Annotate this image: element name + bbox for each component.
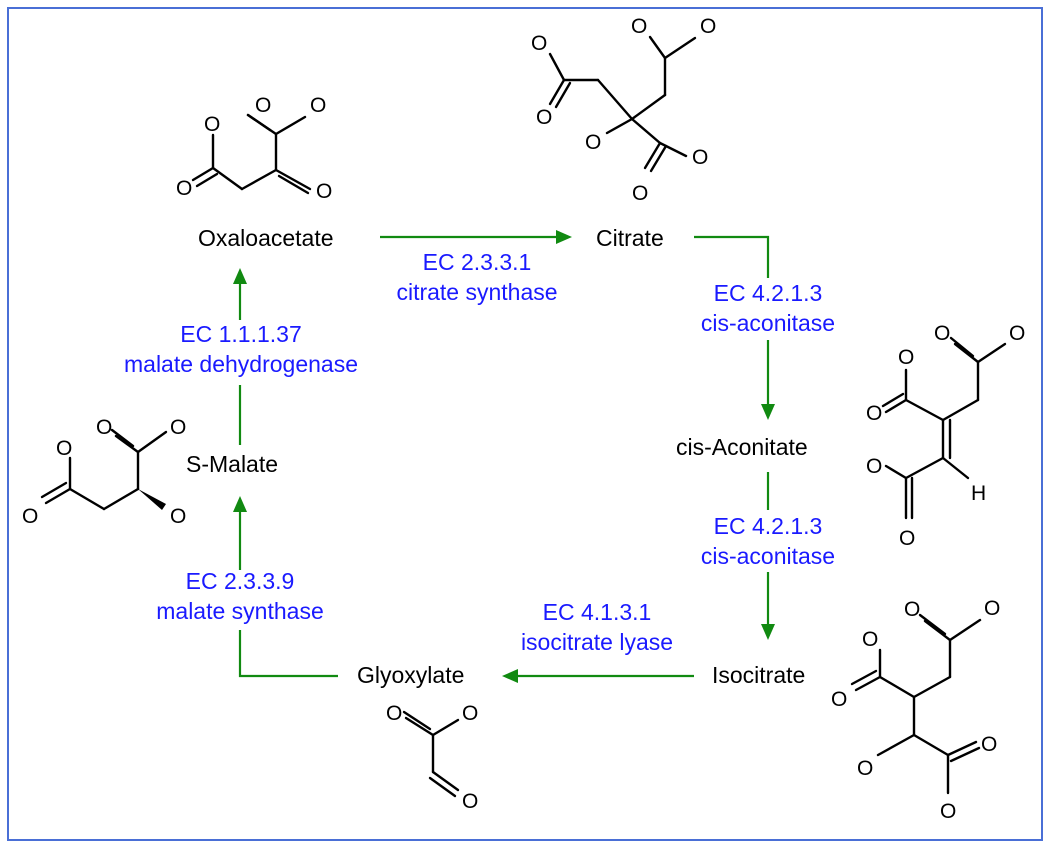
atom-o: O bbox=[984, 597, 1000, 620]
enzyme-name: citrate synthase bbox=[396, 279, 557, 305]
structure-oxaloacetate: O O O O O bbox=[176, 94, 332, 203]
enzyme-citrate-synthase: EC 2.3.3.1 citrate synthase bbox=[396, 249, 557, 305]
structure-cis-aconitate: O O O O O O H bbox=[866, 322, 1025, 550]
atom-o: O bbox=[857, 757, 873, 780]
arrow-cis-aconitate-to-isocitrate bbox=[761, 472, 775, 640]
enzyme-malate-dehydrogenase: EC 1.1.1.37 malate dehydrogenase bbox=[124, 321, 358, 377]
arrow-glyoxylate-to-s-malate bbox=[233, 496, 338, 678]
atom-o: O bbox=[22, 505, 38, 528]
arrow-oxaloacetate-to-citrate bbox=[380, 230, 572, 244]
compound-cis-aconitate: cis-Aconitate bbox=[676, 434, 808, 460]
atom-o: O bbox=[898, 346, 914, 369]
structure-glyoxylate: O O O bbox=[386, 702, 478, 813]
diagram-frame bbox=[7, 7, 1043, 841]
enzyme-cis-aconitase-1: EC 4.2.1.3 cis-aconitase bbox=[701, 280, 835, 336]
atom-o: O bbox=[531, 32, 547, 55]
atom-o: O bbox=[899, 527, 915, 550]
atom-o: O bbox=[204, 113, 220, 136]
atom-o: O bbox=[692, 146, 708, 169]
arrow-citrate-to-cis-aconitate bbox=[694, 235, 775, 420]
atom-o: O bbox=[632, 182, 648, 205]
atom-o: O bbox=[462, 790, 478, 813]
atom-o: O bbox=[862, 628, 878, 651]
compound-isocitrate: Isocitrate bbox=[712, 662, 805, 688]
atom-o: O bbox=[170, 505, 186, 528]
compound-s-malate: S-Malate bbox=[186, 451, 278, 477]
atom-o: O bbox=[981, 733, 997, 756]
atom-o: O bbox=[170, 416, 186, 439]
atom-o: O bbox=[934, 322, 950, 345]
enzyme-ec-number: EC 4.2.1.3 bbox=[714, 513, 823, 539]
atom-o: O bbox=[316, 180, 332, 203]
enzyme-cis-aconitase-2: EC 4.2.1.3 cis-aconitase bbox=[701, 513, 835, 569]
atom-o: O bbox=[462, 702, 478, 725]
enzyme-isocitrate-lyase: EC 4.1.3.1 isocitrate lyase bbox=[521, 599, 673, 655]
structure-s-malate: O O O O O bbox=[22, 416, 186, 528]
atom-o: O bbox=[536, 106, 552, 129]
enzyme-ec-number: EC 4.2.1.3 bbox=[714, 280, 823, 306]
atom-o: O bbox=[1009, 322, 1025, 345]
atom-o: O bbox=[176, 177, 192, 200]
enzyme-name: cis-aconitase bbox=[701, 310, 835, 336]
enzyme-name: isocitrate lyase bbox=[521, 629, 673, 655]
atom-o: O bbox=[866, 455, 882, 478]
atom-o: O bbox=[56, 437, 72, 460]
enzyme-ec-number: EC 1.1.1.37 bbox=[180, 321, 301, 347]
structure-isocitrate: O O O O O O O bbox=[831, 597, 1000, 823]
atom-o: O bbox=[904, 598, 920, 621]
enzyme-name: malate synthase bbox=[156, 598, 323, 624]
enzyme-name: malate dehydrogenase bbox=[124, 351, 358, 377]
arrow-isocitrate-to-glyoxylate bbox=[502, 669, 694, 683]
atom-o: O bbox=[255, 94, 271, 117]
atom-o: O bbox=[940, 800, 956, 823]
enzyme-ec-number: EC 2.3.3.1 bbox=[423, 249, 532, 275]
atom-o: O bbox=[700, 15, 716, 38]
enzyme-name: cis-aconitase bbox=[701, 543, 835, 569]
atom-o: O bbox=[631, 15, 647, 38]
atom-o: O bbox=[866, 402, 882, 425]
atom-o: O bbox=[585, 131, 601, 154]
atom-o: O bbox=[386, 702, 402, 725]
compound-glyoxylate: Glyoxylate bbox=[357, 662, 464, 688]
compound-citrate: Citrate bbox=[596, 225, 664, 251]
arrow-s-malate-to-oxaloacetate bbox=[233, 268, 247, 445]
atom-o: O bbox=[96, 416, 112, 439]
compound-oxaloacetate: Oxaloacetate bbox=[198, 225, 334, 251]
enzyme-malate-synthase: EC 2.3.3.9 malate synthase bbox=[156, 568, 323, 624]
enzyme-ec-number: EC 4.1.3.1 bbox=[543, 599, 652, 625]
enzyme-ec-number: EC 2.3.3.9 bbox=[186, 568, 295, 594]
atom-o: O bbox=[310, 94, 326, 117]
atom-h: H bbox=[971, 482, 986, 505]
atom-o: O bbox=[831, 688, 847, 711]
structure-citrate: O O O O O O O bbox=[531, 15, 716, 205]
